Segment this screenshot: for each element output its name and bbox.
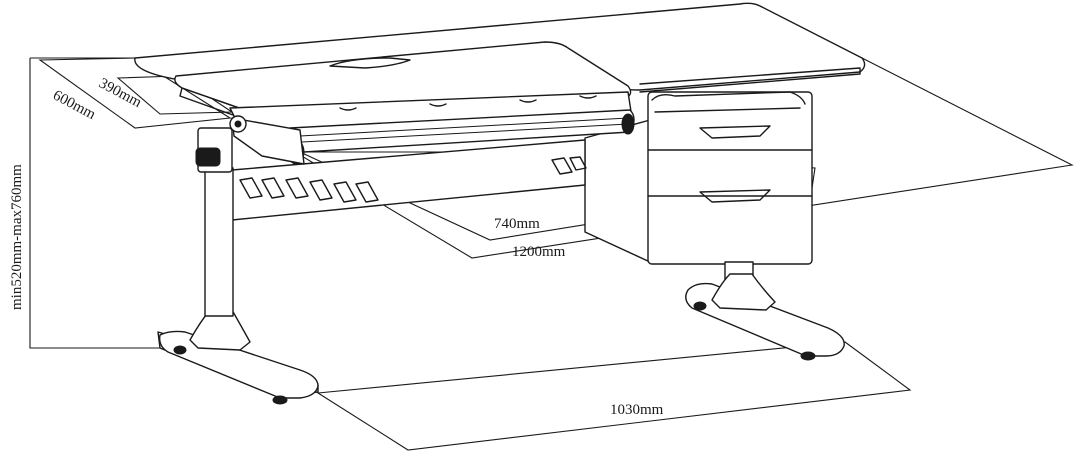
label-width-upper: 740mm xyxy=(494,216,540,232)
label-width-total: 1200mm xyxy=(512,244,566,260)
depth-600-plane xyxy=(38,57,232,129)
rail-line-1 xyxy=(299,117,629,137)
right-foot-bracket xyxy=(711,273,776,311)
base-1030-plane xyxy=(316,341,912,451)
cabinet-side xyxy=(584,119,651,263)
frame-hook-3 xyxy=(519,99,537,103)
top-handle-cutout xyxy=(329,57,411,69)
height-bracket xyxy=(29,58,160,349)
label-base-width: 1030mm xyxy=(610,402,664,418)
left-leg-lower-column xyxy=(204,167,234,317)
right-foot-pad-2 xyxy=(800,351,816,361)
frame-hook-4 xyxy=(579,95,597,99)
tilt-knob-left-center xyxy=(234,120,242,128)
left-leg xyxy=(157,127,319,405)
cabinet-top-rail xyxy=(651,91,806,105)
fixed-top-edge xyxy=(639,67,861,93)
left-leg-collar xyxy=(195,147,221,167)
right-leg xyxy=(685,261,845,361)
label-height-range: min520mm-max760mm xyxy=(9,164,25,310)
rail-line-2 xyxy=(301,123,629,143)
drawer-handle-1 xyxy=(699,125,771,139)
left-foot-pad-2 xyxy=(272,395,288,405)
frame-hook-2 xyxy=(429,103,447,107)
tilt-bracket-left xyxy=(231,117,305,165)
right-foot-pad-1 xyxy=(693,301,707,311)
vent-slots xyxy=(239,156,587,203)
label-depth-total: 600mm xyxy=(50,87,98,123)
cabinet-front xyxy=(647,91,813,265)
drawer-handle-2 xyxy=(699,189,771,203)
frame-hook-1 xyxy=(339,107,357,111)
cabinet-top-edge xyxy=(654,107,801,113)
left-foot-pad-1 xyxy=(173,345,187,355)
desk-top xyxy=(134,2,866,165)
rail-end-cap-right xyxy=(621,113,635,135)
